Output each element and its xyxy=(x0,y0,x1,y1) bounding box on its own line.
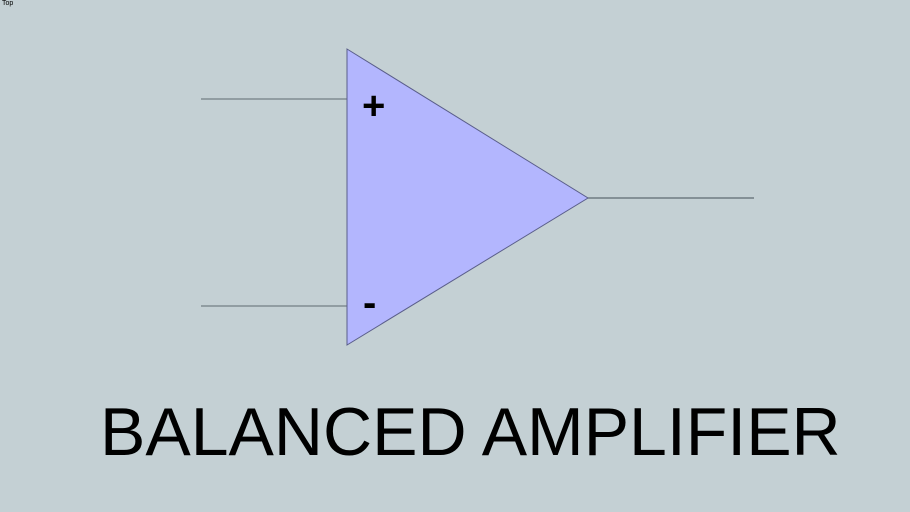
diagram-title: BALANCED AMPLIFIER xyxy=(100,394,841,470)
inverting-input-label: - xyxy=(363,281,377,325)
non-inverting-input-label: + xyxy=(362,84,386,128)
amplifier-triangle xyxy=(346,48,589,346)
view-label: Top xyxy=(2,0,14,7)
